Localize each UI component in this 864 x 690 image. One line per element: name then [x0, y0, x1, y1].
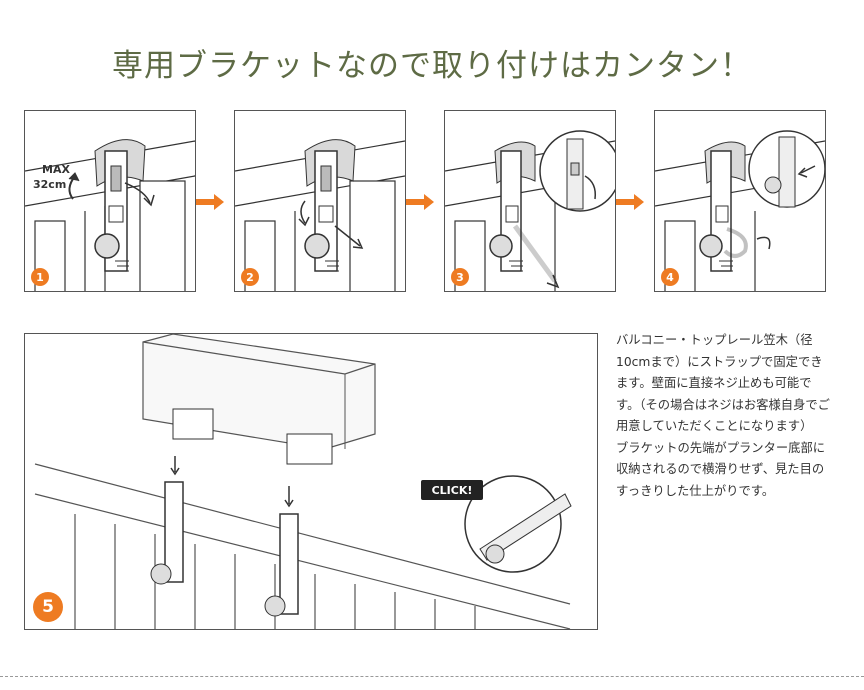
- step-5-panel: CLICK! 5: [24, 333, 598, 630]
- step-2-panel: 2: [234, 110, 406, 292]
- step-2-illustration: [235, 139, 405, 291]
- dashed-divider: [0, 676, 864, 677]
- step-4-illustration: [655, 130, 825, 291]
- page-headline: 専用ブラケットなので取り付けはカンタン！: [112, 48, 752, 84]
- step-1-illustration: MAX 32cm: [25, 139, 195, 291]
- description-paragraph-1: バルコニー・トップレール笠木（径10cmまで）にストラップで固定できます。壁面に…: [616, 333, 830, 433]
- max-label: MAX: [42, 163, 70, 176]
- click-label: CLICK!: [432, 484, 473, 497]
- arrow-right-icon: [616, 194, 644, 210]
- step-3-badge: 3: [451, 268, 469, 286]
- step-3-panel: 3: [444, 110, 616, 292]
- step-4-badge: 4: [661, 268, 679, 286]
- arrow-right-icon: [196, 194, 224, 210]
- description-text: バルコニー・トップレール笠木（径10cmまで）にストラップで固定できます。壁面に…: [616, 330, 832, 502]
- max-size-label: 32cm: [33, 178, 66, 191]
- step-2-badge: 2: [241, 268, 259, 286]
- step-1-badge: 1: [31, 268, 49, 286]
- step-4-panel: 4: [654, 110, 826, 292]
- step-3-illustration: [445, 130, 615, 291]
- description-paragraph-2: ブラケットの先端がプランター底部に収納されるので横滑りせず、見た目のすっきりした…: [616, 440, 826, 498]
- step-5-badge: 5: [33, 592, 63, 622]
- step-1-panel: MAX 32cm 1: [24, 110, 196, 292]
- arrow-right-icon: [406, 194, 434, 210]
- step-5-illustration: CLICK!: [34, 334, 572, 629]
